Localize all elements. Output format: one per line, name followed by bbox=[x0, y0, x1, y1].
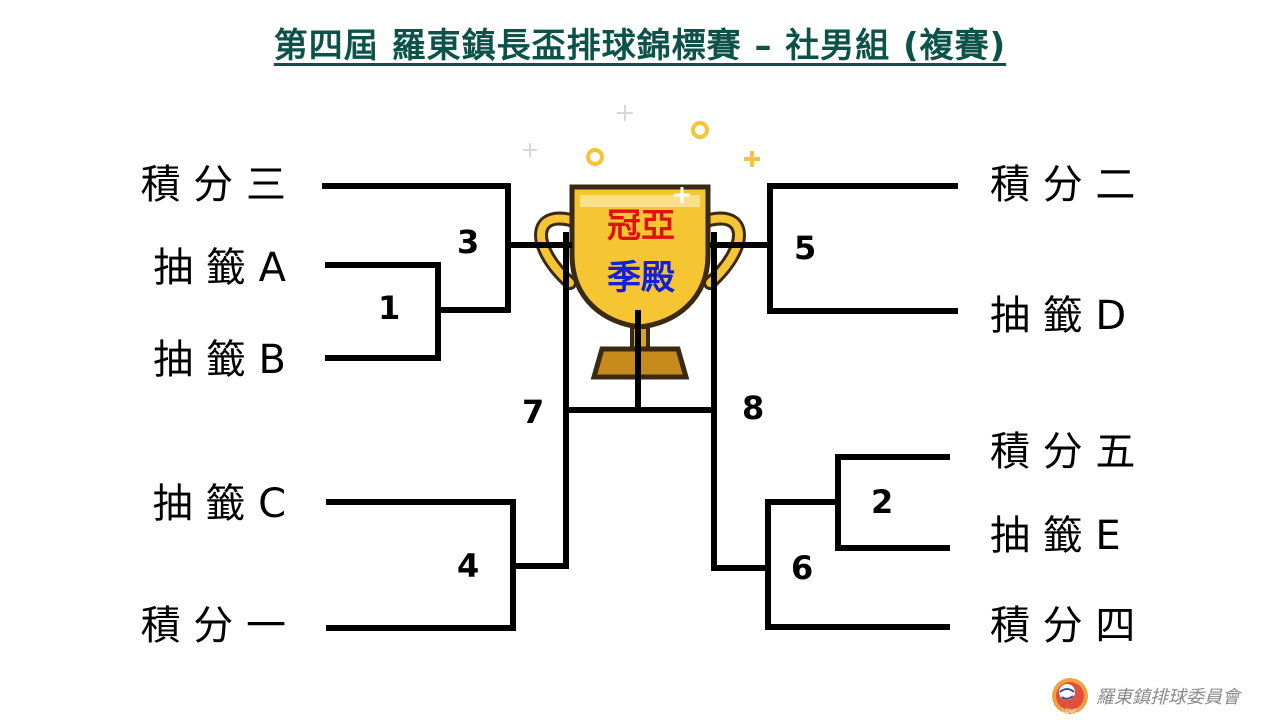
match-number-8: 8 bbox=[742, 389, 765, 427]
team-right-4: 抽 籤 E bbox=[990, 513, 1121, 559]
team-right-5: 積 分 四 bbox=[990, 603, 1136, 649]
trophy-icon bbox=[523, 105, 760, 380]
match-number-4: 4 bbox=[457, 547, 480, 585]
team-right-1: 積 分 二 bbox=[990, 162, 1136, 208]
match-5-line bbox=[767, 183, 958, 314]
team-left-5: 積 分 一 bbox=[140, 603, 286, 649]
match-6-line bbox=[765, 499, 950, 630]
footer: LDVC 羅東鎮排球委員會 bbox=[1050, 676, 1275, 716]
match-2-line bbox=[835, 454, 950, 551]
svg-text:LDVC: LDVC bbox=[1062, 708, 1078, 715]
match-3-line bbox=[322, 183, 511, 313]
team-right-3: 積 分 五 bbox=[990, 429, 1136, 475]
match-number-7: 7 bbox=[522, 393, 545, 431]
team-left-1: 積 分 三 bbox=[140, 162, 286, 208]
match-number-3: 3 bbox=[457, 223, 480, 261]
match-number-6: 6 bbox=[791, 549, 814, 587]
trophy-label-third-fourth: 季殿 bbox=[607, 258, 675, 298]
match-6-connector bbox=[711, 232, 768, 571]
match-number-2: 2 bbox=[871, 483, 894, 521]
sparkle-decoration bbox=[523, 105, 633, 157]
trophy-label-champion-runnerup: 冠亞 bbox=[607, 206, 675, 246]
team-left-4: 抽 籤 C bbox=[152, 481, 286, 527]
team-left-3: 抽 籤 B bbox=[153, 337, 286, 383]
match-number-1: 1 bbox=[378, 289, 401, 327]
match-4-connector bbox=[513, 232, 569, 569]
page-title: 第四屆 羅東鎮長盃排球錦標賽 – 社男組 (複賽) bbox=[273, 26, 1007, 66]
organizer-name: 羅東鎮排球委員會 bbox=[1096, 687, 1240, 708]
volleyball-logo-icon: LDVC bbox=[1052, 678, 1088, 715]
match-number-5: 5 bbox=[794, 229, 817, 267]
team-right-2: 抽 籤 D bbox=[990, 293, 1127, 339]
match-4-line bbox=[326, 499, 516, 631]
team-left-2: 抽 籤 A bbox=[153, 245, 286, 291]
